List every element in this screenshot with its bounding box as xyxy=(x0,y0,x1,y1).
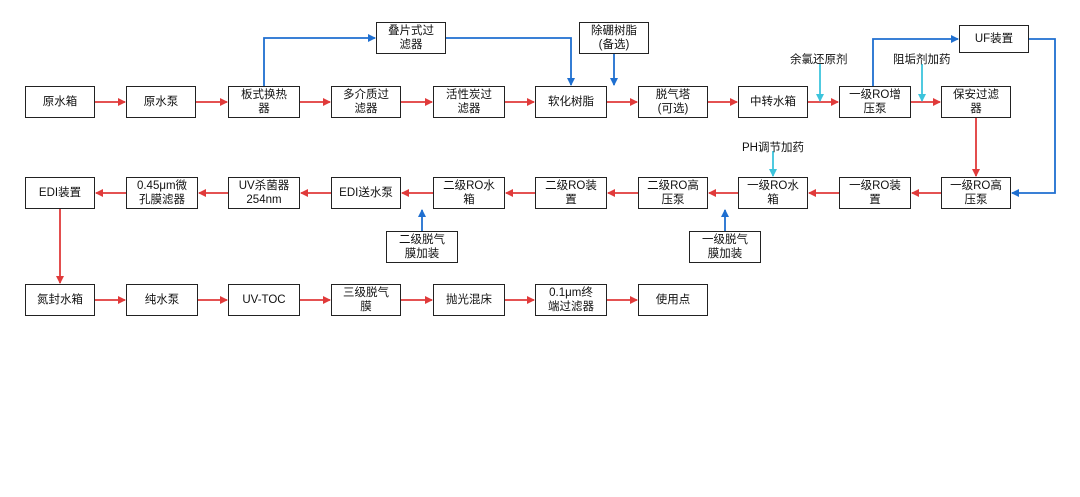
node-ro1-unit: 一级RO装 置 xyxy=(839,177,911,209)
node-multimedia-filter: 多介质过 滤器 xyxy=(331,86,401,118)
node-plate-heat-exchanger: 板式换热 器 xyxy=(228,86,300,118)
node-degassing-membrane-2: 二级脱气 膜加装 xyxy=(386,231,458,263)
node-degassing-membrane-3: 三级脱气 膜 xyxy=(331,284,401,316)
node-disc-filter: 叠片式过 滤器 xyxy=(376,22,446,54)
node-degassing-membrane-1: 一级脱气 膜加装 xyxy=(689,231,761,263)
node-uv-toc: UV-TOC xyxy=(228,284,300,316)
node-edi-unit: EDI装置 xyxy=(25,177,95,209)
arrow-booster-to-uf xyxy=(872,35,959,86)
node-raw-water-tank: 原水箱 xyxy=(25,86,95,118)
note-ph-adjust-dosing: PH调节加药 xyxy=(742,142,804,154)
node-raw-water-pump: 原水泵 xyxy=(126,86,196,118)
node-ro2-tank: 二级RO水 箱 xyxy=(433,177,505,209)
node-activated-carbon-filter: 活性炭过 滤器 xyxy=(433,86,505,118)
node-nitrogen-sealed-tank: 氮封水箱 xyxy=(25,284,95,316)
node-ro1-high-pressure-pump: 一级RO高 压泵 xyxy=(941,177,1011,209)
node-ro2-unit: 二级RO装 置 xyxy=(535,177,607,209)
arrow-uf-to-ro1-hp xyxy=(1011,38,1056,197)
node-ro1-booster-pump: 一级RO增 压泵 xyxy=(839,86,911,118)
node-terminal-filter: 0.1μm终 端过滤器 xyxy=(535,284,607,316)
arrow-disc-filter-to-softener xyxy=(446,37,575,86)
node-uf-unit: UF装置 xyxy=(959,25,1029,53)
node-ro1-tank: 一级RO水 箱 xyxy=(738,177,808,209)
node-uv-sterilizer-254: UV杀菌器 254nm xyxy=(228,177,300,209)
node-degassing-tower: 脱气塔 (可选) xyxy=(638,86,708,118)
node-edi-feed-pump: EDI送水泵 xyxy=(331,177,401,209)
arrow-heat-exchanger-to-disc-filter xyxy=(263,34,376,86)
note-dechlorination-agent: 余氯还原剂 xyxy=(790,54,848,66)
node-transfer-tank: 中转水箱 xyxy=(738,86,808,118)
node-softening-resin: 软化树脂 xyxy=(535,86,607,118)
node-microporous-filter: 0.45μm微 孔膜滤器 xyxy=(126,177,198,209)
node-boron-removal-resin: 除硼树脂 (备选) xyxy=(579,22,649,54)
node-polishing-mixed-bed: 抛光混床 xyxy=(433,284,505,316)
node-ro2-high-pressure-pump: 二级RO高 压泵 xyxy=(638,177,708,209)
note-antiscalant-dosing: 阻垢剂加药 xyxy=(893,54,951,66)
node-point-of-use: 使用点 xyxy=(638,284,708,316)
node-security-filter: 保安过滤 器 xyxy=(941,86,1011,118)
node-pure-water-pump: 纯水泵 xyxy=(126,284,198,316)
